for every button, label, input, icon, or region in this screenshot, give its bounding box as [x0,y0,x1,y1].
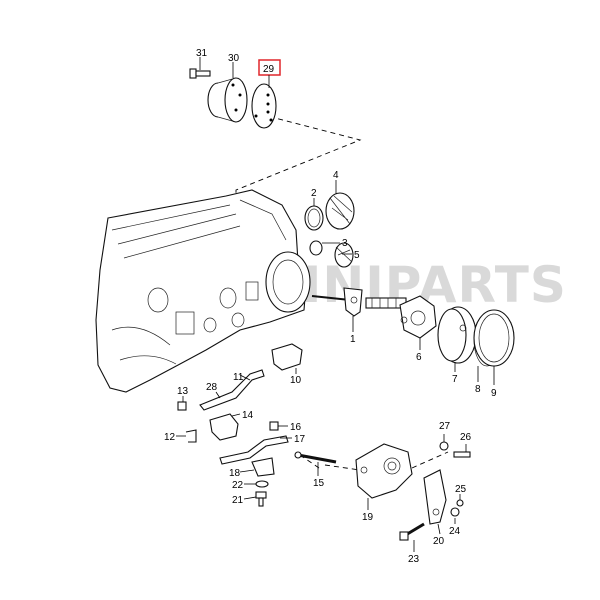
callout-5: 5 [354,250,360,261]
part-21-bolt [243,491,267,507]
part-20-bracket-plate [423,469,447,535]
part-12-clip [176,429,197,443]
callout-31: 31 [196,48,208,59]
callout-26: 26 [460,432,472,443]
part-29-gasket [251,75,277,129]
part-13-nut [177,396,187,411]
part-24-nut [450,507,460,524]
callout-19: 19 [362,512,374,523]
callout-1: 1 [350,334,356,345]
callout-30: 30 [228,53,240,64]
highlight-box [258,59,281,76]
callout-29: 29 [263,64,275,75]
part-14-lever [209,413,241,441]
callout-8: 8 [475,384,481,395]
callout-11: 11 [233,372,244,383]
part-17-lever-arm [219,435,292,465]
callout-21: 21 [232,495,244,506]
part-23-bolt [399,522,425,552]
callout-6: 6 [416,352,422,363]
part-19-selector-housing [355,443,413,510]
callout-23: 23 [408,554,420,565]
callout-9: 9 [491,388,497,399]
callout-3: 3 [342,238,348,249]
callout-4: 4 [333,170,339,181]
part-9-band [473,309,515,385]
callout-16: 16 [290,422,302,433]
part-16-screw [269,421,288,431]
callout-28: 28 [206,382,218,393]
callout-14: 14 [242,410,254,421]
part-7-drum [437,306,477,372]
part-10-bracket [271,343,303,374]
callout-2: 2 [311,188,317,199]
callout-25: 25 [455,484,467,495]
transmission-housing [95,189,311,393]
part-26-bolt [453,444,471,458]
callout-24: 24 [449,526,461,537]
part-18-bracket [239,457,275,477]
part-15-pin [294,451,337,476]
callout-17: 17 [294,434,306,445]
callout-18: 18 [229,468,241,479]
callout-15: 15 [313,478,325,489]
callout-22: 22 [232,480,244,491]
part-2-ring [304,198,324,231]
part-5-pinion [334,242,354,268]
callout-27: 27 [439,421,451,432]
part-25-washer [456,494,464,507]
part-3-seal [309,240,340,256]
part-4-gear [325,180,355,230]
callout-12: 12 [164,432,176,443]
part-6-shift-assembly [365,295,437,350]
part-27-nut [439,434,449,451]
part-28-linkage-rod [199,369,265,411]
callout-13: 13 [177,386,189,397]
callout-20: 20 [433,536,445,547]
part-1-shaft [311,287,363,332]
callout-10: 10 [290,375,302,386]
part-30-cover [207,62,248,123]
callout-7: 7 [452,374,458,385]
part-31-bolt [189,57,211,79]
part-22-washer [244,480,269,488]
callout-labels: 31 30 29 2 4 3 5 1 6 7 8 9 10 11 28 13 1… [164,48,497,565]
